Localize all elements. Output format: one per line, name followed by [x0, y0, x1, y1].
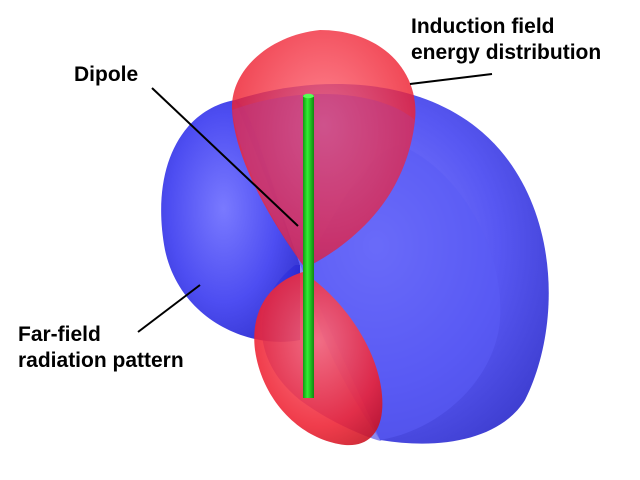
- induction-field-label: Induction field energy distribution: [411, 14, 601, 66]
- dipole-label: Dipole: [74, 62, 138, 88]
- dipole-rod: [303, 94, 314, 398]
- induction-label-line1: Induction field: [411, 14, 601, 40]
- dipole-rod-body: [303, 95, 314, 398]
- dipole-rod-top-cap: [303, 94, 314, 98]
- induction-leader-line: [410, 74, 492, 84]
- farfield-label-line2: radiation pattern: [18, 348, 184, 374]
- far-field-label: Far-field radiation pattern: [18, 322, 184, 374]
- farfield-label-line1: Far-field: [18, 322, 184, 348]
- induction-label-line2: energy distribution: [411, 40, 601, 66]
